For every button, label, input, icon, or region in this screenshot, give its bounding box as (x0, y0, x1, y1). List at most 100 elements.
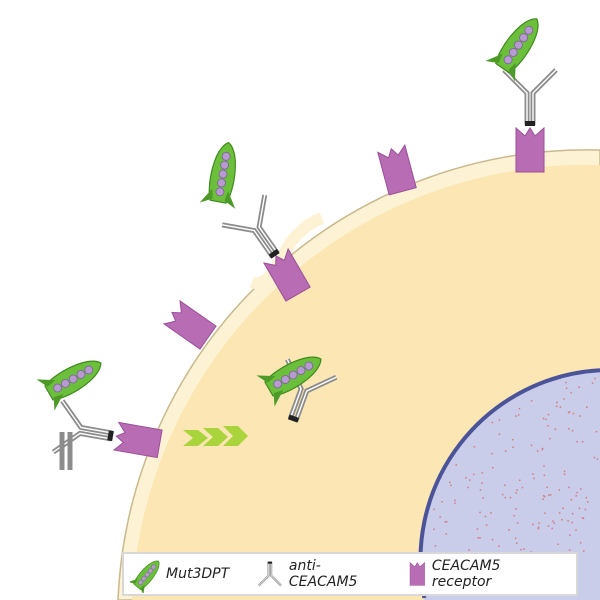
chromatin-dot (469, 479, 471, 481)
chromatin-dot (508, 529, 510, 531)
chromatin-dot (587, 501, 589, 503)
legend: Mut3DPT anti-CEACAM5 CEACAM5 receptor (122, 552, 578, 596)
legend-label-receptor: CEACAM5 receptor (431, 558, 501, 590)
chromatin-dot (512, 446, 514, 448)
chromatin-dot (571, 512, 574, 515)
chromatin-dot (504, 450, 507, 452)
chromatin-dot (563, 470, 566, 473)
chromatin-dot (583, 550, 585, 552)
chromatin-dot (547, 425, 549, 427)
chromatin-dot (595, 431, 598, 433)
chromatin-dot (441, 501, 443, 503)
chromatin-dot (575, 495, 577, 497)
chromatin-dot (581, 517, 584, 519)
chromatin-dot (485, 524, 488, 526)
chromatin-dot (492, 466, 494, 469)
chromatin-dot (561, 519, 563, 521)
chromatin-dot (581, 441, 584, 443)
chromatin-dot (479, 537, 481, 539)
chromatin-dot (537, 526, 540, 528)
chromatin-dot (568, 428, 570, 430)
chromatin-dot (557, 543, 559, 545)
chromatin-dot (515, 508, 517, 510)
chromatin-dot (454, 499, 456, 502)
chromatin-dot (567, 411, 570, 414)
membrane-invagination (249, 212, 325, 289)
chromatin-dot (484, 515, 487, 518)
chromatin-dot (542, 498, 544, 500)
chromatin-dot (533, 477, 535, 480)
receptor-top (377, 144, 417, 196)
chromatin-dot (541, 447, 544, 450)
nucleus-body (420, 370, 600, 600)
antibody-top-right (504, 70, 556, 126)
chromatin-dot (476, 528, 479, 530)
chromatin-dot (439, 516, 441, 518)
chromatin-dot (538, 522, 540, 524)
chromatin-dot (570, 499, 573, 501)
internalization-arrow-icon (183, 426, 248, 446)
chromatin-dot (473, 446, 476, 448)
chromatin-dot (565, 381, 567, 384)
chromatin-dot (548, 494, 550, 496)
chromatin-dot (571, 430, 574, 432)
chromatin-dot (517, 414, 520, 416)
chromatin-dot (594, 377, 596, 380)
chromatin-dot (568, 486, 570, 489)
chromatin-dot (504, 496, 506, 499)
chromatin-dot (580, 488, 582, 490)
chromatin-dot (579, 542, 582, 544)
chromatin-dot (559, 406, 562, 408)
legend-item-virus: Mut3DPT (130, 555, 251, 593)
legend-item-antibody: anti-CEACAM5 (257, 555, 403, 593)
chromatin-dot (542, 417, 545, 420)
chromatin-dot (479, 489, 482, 491)
chromatin-dot (498, 419, 501, 421)
chromatin-dot (567, 520, 569, 522)
chromatin-dot (549, 494, 552, 496)
chromatin-dot (569, 534, 571, 536)
chromatin-dot (576, 491, 578, 494)
chromatin-dot (572, 412, 575, 415)
chromatin-dot (579, 415, 581, 417)
chromatin-dot (530, 400, 533, 402)
chromatin-dot (547, 525, 550, 527)
chromatin-dot (570, 391, 572, 394)
legend-label-antibody: anti-CEACAM5 (288, 558, 358, 590)
virus-mut3dpt-left (35, 346, 111, 412)
chromatin-dot (543, 474, 545, 477)
chromatin-dot (596, 458, 599, 460)
chromatin-dot (498, 545, 500, 547)
chromatin-dot (481, 482, 483, 484)
chromatin-dot (578, 386, 580, 388)
chromatin-dot (576, 440, 578, 443)
chromatin-dot (454, 502, 456, 504)
chromatin-dot (491, 538, 494, 541)
chromatin-dot (515, 415, 517, 417)
antibody-icon (257, 560, 283, 587)
chromatin-dot (502, 493, 504, 496)
chromatin-dot (542, 495, 545, 497)
chromatin-dot (516, 542, 518, 544)
chromatin-dot (467, 486, 469, 489)
chromatin-dot (563, 473, 566, 475)
chromatin-dot (521, 486, 524, 489)
chromatin-dot (491, 421, 494, 424)
chromatin-dot (541, 448, 543, 451)
chromatin-dot (445, 533, 447, 535)
receptor-top-right (515, 127, 545, 173)
legend-item-receptor: CEACAM5 receptor (409, 555, 576, 593)
chromatin-dot (465, 477, 467, 479)
chromatin-dot (552, 520, 554, 522)
chromatin-dot (586, 406, 588, 408)
chromatin-dot (450, 484, 452, 487)
chromatin-dot (555, 405, 558, 408)
chromatin-dot (547, 413, 550, 416)
legend-label-virus: Mut3DPT (166, 566, 230, 582)
chromatin-dot (530, 444, 533, 447)
chromatin-dot (546, 486, 548, 489)
chromatin-dot (491, 452, 493, 455)
chromatin-dot (568, 549, 571, 551)
chromatin-dot (444, 521, 447, 523)
